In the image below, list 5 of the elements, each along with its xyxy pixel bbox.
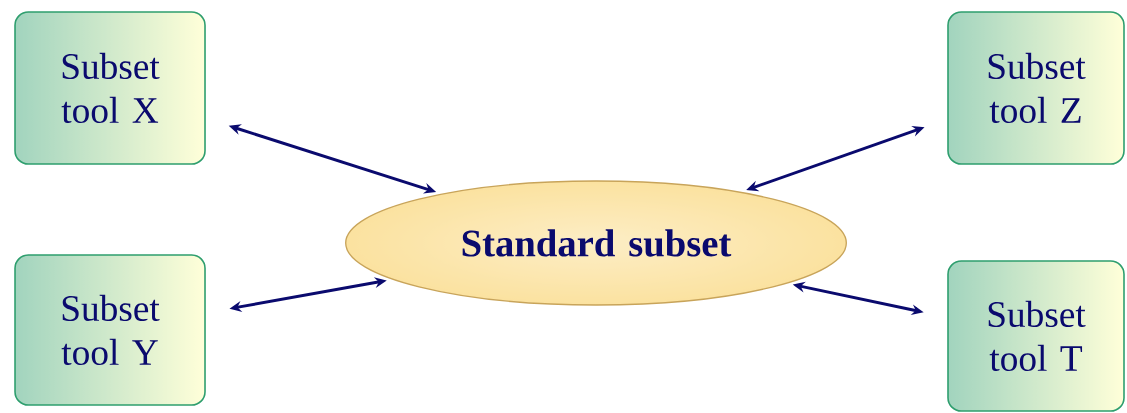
- rounded-box: Subset tool T: [947, 260, 1125, 412]
- rounded-box: Subset tool X: [14, 11, 206, 165]
- rounded-box: Subset tool Y: [14, 254, 206, 406]
- ellipse-node: Standard subset: [345, 180, 847, 306]
- rounded-box: Subset tool Z: [947, 11, 1125, 165]
